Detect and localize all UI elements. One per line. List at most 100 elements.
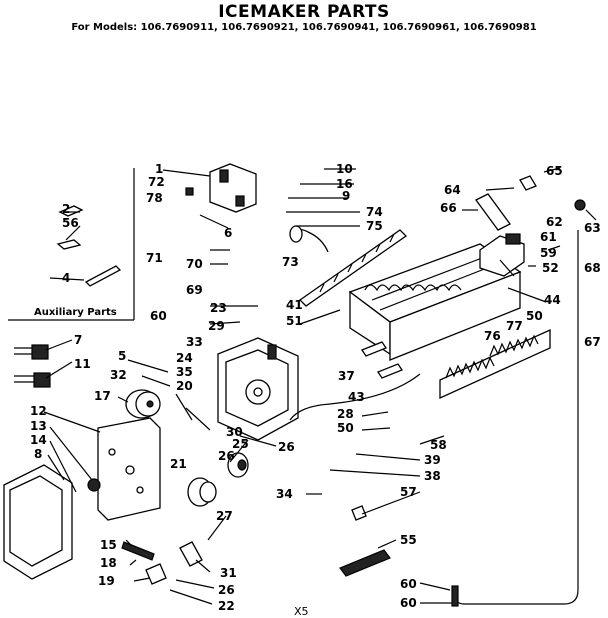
mounting-plate-shape [87, 417, 161, 521]
callout-label: 27 [216, 509, 233, 523]
callout-label: 56 [62, 216, 79, 230]
callout-label: 74 [366, 205, 383, 219]
callout-label: 7 [74, 333, 82, 347]
page-mark: X5 [294, 605, 309, 618]
callout-label: 10 [336, 162, 353, 176]
callout-label: 6 [224, 226, 232, 240]
fill-cup-shape [475, 175, 586, 277]
motor-shape [125, 389, 161, 419]
callout-label: 28 [337, 407, 354, 421]
part-screw-shape [56, 239, 82, 250]
callout-label: 64 [444, 183, 461, 197]
gears-shape [187, 452, 249, 507]
callout-label: 58 [430, 438, 447, 452]
callout-label: 8 [34, 447, 42, 461]
callout-label: 75 [366, 219, 383, 233]
callout-label: 26 [218, 583, 235, 597]
callout-label: 5 [118, 349, 126, 363]
callout-label: 57 [400, 485, 417, 499]
callout-label: 32 [110, 368, 127, 382]
callout-label: 70 [186, 257, 203, 271]
callout-label: 73 [282, 255, 299, 269]
callout-label: 44 [544, 293, 561, 307]
auxiliary-parts-box: Auxiliary Parts [8, 168, 135, 321]
callout-label: 77 [506, 319, 523, 333]
callout-label: 39 [424, 453, 441, 467]
callout-label: 4 [62, 271, 70, 285]
callout-label: 68 [584, 261, 601, 275]
callout-label: 43 [348, 390, 365, 404]
callout-label: 17 [94, 389, 111, 403]
callout-label: 1 [155, 162, 163, 176]
callout-label: 11 [74, 357, 91, 371]
callout-label: 76 [484, 329, 501, 343]
harness-shape [339, 549, 391, 577]
callout-label: 2 [62, 202, 70, 216]
models-line: For Models: 106.7690911, 106.7690921, 10… [71, 22, 537, 33]
leader-lines [43, 167, 597, 605]
callout-label: 16 [336, 177, 353, 191]
callout-label: 60 [150, 309, 167, 323]
callout-label: 63 [584, 221, 601, 235]
callout-label: 50 [337, 421, 354, 435]
callout-label: 78 [146, 191, 163, 205]
callout-label: 30 [226, 425, 243, 439]
callout-label: 69 [186, 283, 203, 297]
callout-label: 26 [218, 449, 235, 463]
auxiliary-parts-label: Auxiliary Parts [34, 307, 117, 318]
wire-connectors [14, 344, 51, 388]
callout-label: 29 [208, 319, 225, 333]
part-pin-shape [84, 265, 122, 287]
part-screw-shape [58, 205, 84, 217]
callout-label: 24 [176, 351, 193, 365]
callout-label: 61 [540, 230, 557, 244]
callout-label: 50 [526, 309, 543, 323]
stripper-shape [439, 328, 551, 400]
callout-label: 9 [342, 189, 350, 203]
callout-label: 26 [278, 440, 295, 454]
callout-label: 14 [30, 433, 47, 447]
switch-assembly-shape [185, 163, 257, 213]
callout-label: 34 [276, 487, 293, 501]
callout-label: 37 [338, 369, 355, 383]
callout-label: 33 [186, 335, 203, 349]
callout-label: 65 [546, 164, 563, 178]
callout-label: 19 [98, 574, 115, 588]
heater-wire [289, 373, 421, 421]
callout-label: 66 [440, 201, 457, 215]
callout-label: 60 [400, 577, 417, 591]
housing-shape [217, 337, 299, 441]
ice-mold-shape [348, 243, 522, 361]
callout-label: 60 [400, 596, 417, 610]
callout-label: 25 [232, 437, 249, 451]
callout-label: 52 [542, 261, 559, 275]
callout-label: 67 [584, 335, 601, 349]
callout-label: 71 [146, 251, 163, 265]
callout-label: 59 [540, 246, 557, 260]
callout-label: 62 [546, 215, 563, 229]
callout-label: 31 [220, 566, 237, 580]
ejector-blades [319, 233, 395, 293]
callout-label: 41 [286, 298, 303, 312]
front-cover-shape [3, 464, 73, 580]
callout-label: 72 [148, 175, 165, 189]
callout-label: 51 [286, 314, 303, 328]
callout-labels: 1 2 56 4 5 6 7 8 9 10 11 12 13 14 15 16 … [30, 162, 601, 618]
lower-parts-shape [121, 541, 203, 585]
callout-label: 35 [176, 365, 193, 379]
page-title: ICEMAKER PARTS [218, 2, 390, 22]
callout-label: 12 [30, 404, 47, 418]
callout-label: 55 [400, 533, 417, 547]
callout-label: 20 [176, 379, 193, 393]
callout-label: 21 [170, 457, 187, 471]
callout-label: 15 [100, 538, 117, 552]
callout-label: 18 [100, 556, 117, 570]
callout-label: 23 [210, 301, 227, 315]
thermostat-shape [361, 341, 387, 357]
callout-label: 13 [30, 419, 47, 433]
callout-label: 38 [424, 469, 441, 483]
callout-label: 22 [218, 599, 235, 613]
ejector-shape [298, 229, 408, 307]
